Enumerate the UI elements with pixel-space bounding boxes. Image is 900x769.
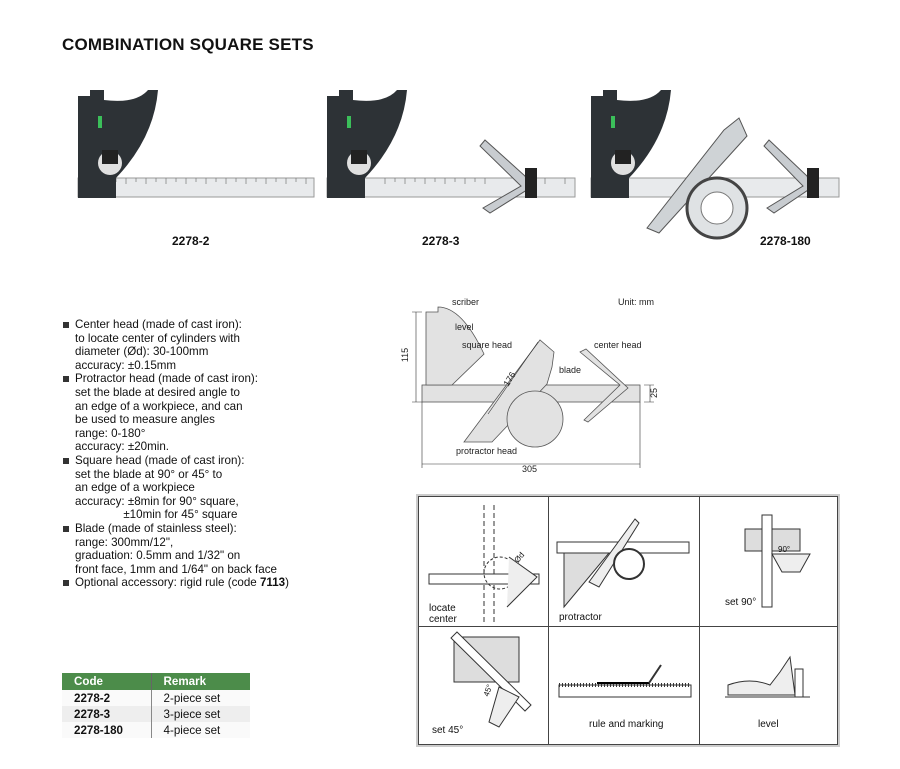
product-label: 2278-2 xyxy=(172,234,210,248)
spec-line: Blade (made of stainless steel): xyxy=(75,521,237,535)
table-header-row: Code Remark xyxy=(62,673,250,690)
cell-code: 2278-3 xyxy=(62,706,152,722)
usage-label: locate center xyxy=(429,603,457,625)
spec-line: an edge of a workpiece xyxy=(75,481,195,495)
header-code: Code xyxy=(62,673,152,690)
usage-label: set 90° xyxy=(725,597,757,608)
label-square-head: square head xyxy=(462,340,513,350)
spec-line: range: 300mm/12", xyxy=(75,535,174,549)
label-center-head: center head xyxy=(594,340,642,350)
page-title: COMBINATION SQUARE SETS xyxy=(62,35,314,54)
set-90-illustration xyxy=(744,514,811,608)
cell-code: 2278-2 xyxy=(62,690,152,706)
spec-line: diameter (Ød): 30-100mm xyxy=(75,345,209,359)
usage-label: level xyxy=(758,719,779,730)
level-illustration xyxy=(725,655,810,698)
accessory-code: 7113 xyxy=(259,576,286,590)
spec-blade: Blade (made of stainless steel): range: … xyxy=(62,522,332,576)
dim-blade-width: 25 xyxy=(649,387,660,399)
usage-label: set 45° xyxy=(432,725,464,736)
spec-line: be used to measure angles xyxy=(75,413,215,427)
spec-line: Center head (made of cast iron): xyxy=(75,318,242,331)
spec-line: Optional accessory: rigid rule (code xyxy=(75,576,260,590)
spec-line: set the blade at desired angle to xyxy=(75,385,241,399)
spec-line: front face, 1mm and 1/64" on back face xyxy=(75,562,277,576)
spec-suffix: ) xyxy=(285,576,289,590)
spec-center-head: Center head (made of cast iron): to loca… xyxy=(62,318,332,372)
product-label: 2278-3 xyxy=(422,234,460,248)
spec-line: set the blade at 90° or 45° to xyxy=(75,467,223,481)
usage-level: level xyxy=(699,626,838,745)
spec-line: to locate center of cylinders with xyxy=(75,331,240,345)
protractor-illustration xyxy=(556,518,690,609)
usage-rule-marking: rule and marking xyxy=(548,626,700,745)
usage-protractor: protractor xyxy=(548,496,700,627)
spec-line: accuracy: ±8min for 90° square, xyxy=(75,494,239,508)
spec-line: Protractor head (made of cast iron): xyxy=(75,372,259,386)
product-image-2278-2 xyxy=(77,90,315,198)
dimension-drawing xyxy=(412,306,654,468)
usage-label: protractor xyxy=(559,612,602,623)
spec-line: range: 0-180° xyxy=(75,426,146,440)
dimension-diagram: scriber Unit: mm level square head cente… xyxy=(400,292,682,482)
usage-set-45: set 45° 45° xyxy=(418,626,549,745)
usage-set-90: set 90° 90° xyxy=(699,496,838,627)
spec-line: accuracy: ±20min. xyxy=(75,440,169,454)
spec-square-head: Square head (made of cast iron): set the… xyxy=(62,454,332,522)
label-scriber: scriber xyxy=(452,297,480,307)
unit-label: Unit: mm xyxy=(618,297,654,307)
label-protractor-head: protractor head xyxy=(456,446,518,456)
locate-center-illustration xyxy=(428,505,540,622)
spec-protractor-head: Protractor head (made of cast iron): set… xyxy=(62,372,332,454)
header-remark: Remark xyxy=(151,673,250,690)
dim-length: 305 xyxy=(522,464,538,474)
spec-line: accuracy: ±0.15mm xyxy=(75,358,177,372)
usage-grid: locate center Ød protractor set 90° 90° xyxy=(416,494,840,747)
spec-accessory: Optional accessory: rigid rule (code 711… xyxy=(62,576,332,590)
dim-90: 90° xyxy=(778,545,791,554)
usage-locate-center: locate center Ød xyxy=(418,496,549,627)
cell-remark: 3-piece set xyxy=(151,706,250,722)
product-label: 2278-180 xyxy=(760,234,811,248)
spec-line: ±10min for 45° square xyxy=(75,508,238,522)
label-level: level xyxy=(455,322,474,332)
usage-label: rule and marking xyxy=(589,719,664,730)
product-image-2278-180 xyxy=(590,90,840,240)
spec-line: Square head (made of cast iron): xyxy=(75,453,245,467)
cell-code: 2278-180 xyxy=(62,722,152,738)
spec-line: graduation: 0.5mm and 1/32" on xyxy=(75,549,241,563)
cell-remark: 2-piece set xyxy=(151,690,250,706)
rule-marking-illustration xyxy=(558,664,692,698)
cell-remark: 4-piece set xyxy=(151,722,250,738)
spec-line: an edge of a workpiece, and can xyxy=(75,399,243,413)
product-image-2278-3 xyxy=(326,90,576,214)
dim-height: 115 xyxy=(400,347,411,363)
label-blade: blade xyxy=(559,365,582,375)
set-45-illustration xyxy=(450,631,532,728)
spec-list: Center head (made of cast iron): to loca… xyxy=(62,318,332,590)
